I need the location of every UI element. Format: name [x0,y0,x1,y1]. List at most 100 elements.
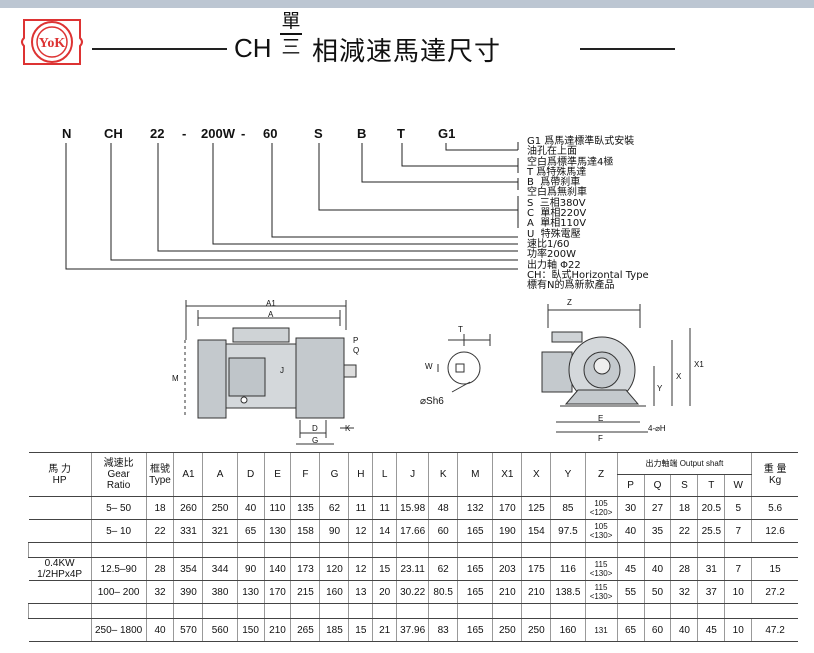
header-power-en: HP [52,474,67,486]
cell-dimension: 120 [319,557,349,581]
cell-output-shaft: 10 [724,618,752,642]
cell-dimension: 390 [173,580,203,604]
cell-output-shaft: 10 [724,580,752,604]
table-cell [145,542,174,558]
cell-dimension: 132 [457,496,493,520]
cell-dimension: 83 [428,618,458,642]
table-cell [28,542,92,558]
cell-type: 28 [145,557,174,581]
table-cell [202,603,238,619]
table-cell [173,603,203,619]
title-stack: 單 三 [278,10,304,58]
cell-dimension: 48 [428,496,458,520]
cell-dimension: 215 [290,580,320,604]
logo-text: YoK [39,36,66,51]
dim-h: 4-⌀H [648,424,666,433]
logo-emblem: YoK [21,19,83,65]
cell-dimension: 11 [372,496,397,520]
table-cell [724,542,752,558]
cell-dimension: 20 [372,580,397,604]
table-cell [319,542,349,558]
cell-dimension: 15.98 [396,496,429,520]
cell-output-shaft: 40 [616,519,645,543]
cell-dimension: 154 [521,519,551,543]
cell-ratio: 100– 200 [90,580,147,604]
cell-z: 115<130> [584,557,618,581]
header-col-z: Z [584,452,618,497]
dim-k: K [345,424,351,433]
cell-output-shaft: 27 [643,496,671,520]
header-weight-zh: 重 量 [763,463,787,475]
cell-dimension: 138.5 [550,580,585,604]
cell-dimension: 250 [492,618,522,642]
cell-type: 18 [145,496,174,520]
table-cell [428,603,458,619]
table-cell [492,603,522,619]
table-cell [90,542,147,558]
cell-dimension: 14 [372,519,397,543]
header-col-x1: X1 [492,452,522,497]
header-col-e: E [263,452,291,497]
cell-type: 22 [145,519,174,543]
cell-dimension: 85 [550,496,585,520]
cell-dimension: 203 [492,557,522,581]
dim-j: J [280,366,284,375]
cell-output-shaft: 37 [697,580,725,604]
top-accent-bar [0,0,814,8]
cell-dimension: 344 [202,557,238,581]
cell-type: 32 [145,580,174,604]
table-cell [616,542,645,558]
dim-g: G [312,436,319,445]
table-cell [643,542,671,558]
cell-output-shaft: 31 [697,557,725,581]
table-cell [521,542,551,558]
yok-logo: YoK [18,12,86,72]
desc-line: B 爲帶刹車 [527,177,581,189]
shaft-detail-drawing [437,334,491,393]
cell-dimension: 560 [202,618,238,642]
code-dash-1: - [182,126,187,141]
dim-q: Q [353,346,360,355]
desc-line: C 單相220V [527,208,587,220]
cell-output-shaft: 35 [643,519,671,543]
table-cell [724,603,752,619]
table-cell [319,603,349,619]
cell-output-shaft: 28 [670,557,698,581]
cell-dimension: 60 [428,519,458,543]
table-cell [396,542,429,558]
cell-dimension: 165 [457,519,493,543]
cell-dimension: 80.5 [428,580,458,604]
code-part-ratio: 60 [263,126,278,141]
cell-dimension: 265 [290,618,320,642]
table-cell [428,542,458,558]
code-part-power: 200W [201,126,235,141]
table-cell [28,603,92,619]
cell-z: 131 [584,618,618,642]
cell-dimension: 97.5 [550,519,585,543]
table-cell [372,542,397,558]
header-ratio-en2: Ratio [106,480,131,491]
dim-x: X [676,372,682,381]
cell-dimension: 158 [290,519,320,543]
cell-dimension: 321 [202,519,238,543]
dim-w: W [425,362,433,371]
cell-dimension: 110 [263,496,291,520]
dim-x1: X1 [694,360,704,369]
code-part-voltage: S [314,126,323,141]
header-output-shaft: 出力軸端 Output shaft [616,452,752,475]
cell-power [28,618,92,642]
table-cell [521,603,551,619]
cell-dimension: 130 [263,519,291,543]
desc-line: 功率200W [527,249,576,261]
table-cell [348,603,373,619]
cell-dimension: 11 [348,496,373,520]
cell-dimension: 210 [263,618,291,642]
cell-dimension: 40 [236,496,265,520]
desc-line: S 三相380V [527,197,586,209]
header-type-en: Type [149,474,171,486]
table-cell [290,603,320,619]
dim-m: M [172,374,179,383]
table-cell [492,542,522,558]
